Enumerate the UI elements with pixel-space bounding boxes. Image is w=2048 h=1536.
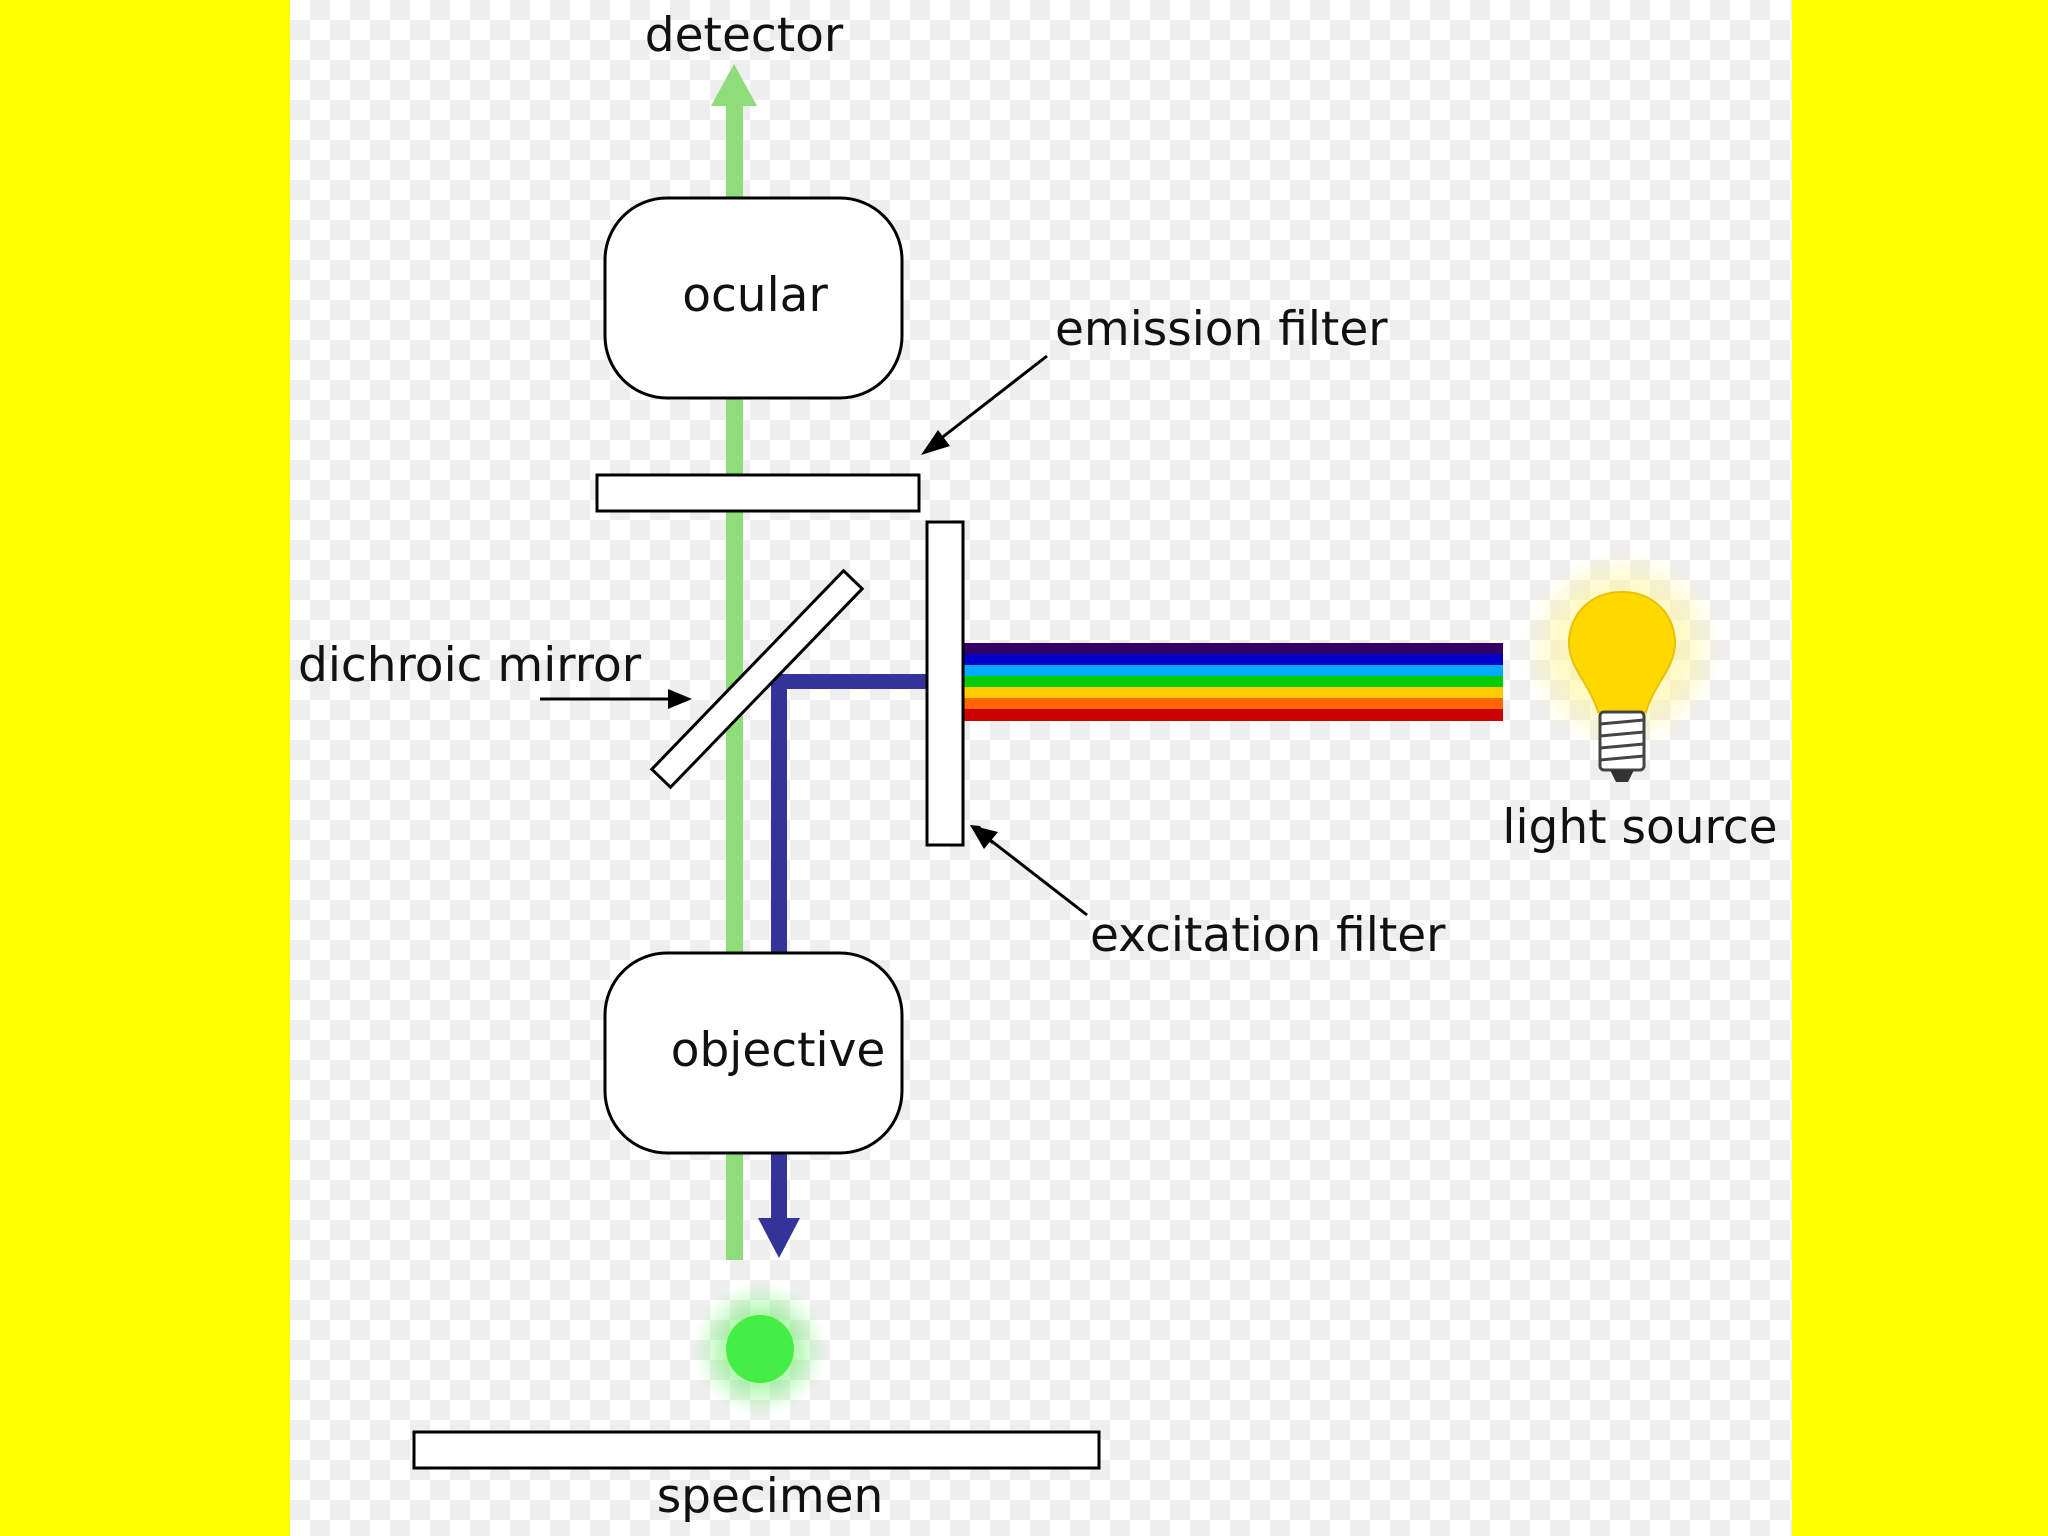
dichroic-mirror	[649, 568, 865, 790]
excitation-filter	[925, 520, 965, 847]
objective: objective	[603, 951, 904, 1155]
ocular: ocular	[603, 196, 904, 400]
glowing-sample-icon	[692, 1281, 828, 1417]
dichroic-mirror-label: dichroic mirror	[298, 638, 642, 693]
emission-filter	[595, 473, 921, 513]
emission-filter-pointer	[921, 354, 1048, 455]
light-bulb-icon	[1522, 550, 1722, 782]
specimen-slide	[412, 1430, 1101, 1470]
specimen-label: specimen	[657, 1469, 884, 1524]
detector-label: detector	[645, 8, 844, 63]
diagram-canvas	[290, 0, 1792, 1536]
dichroic-mirror-pointer	[540, 689, 692, 709]
excitation-arrowhead	[758, 1218, 800, 1258]
ocular-label: ocular	[682, 268, 828, 323]
emission-filter-label: emission filter	[1055, 302, 1388, 357]
excitation-filter-pointer	[970, 825, 1088, 917]
emission-arrowhead	[711, 64, 757, 106]
objective-label: objective	[671, 1023, 886, 1078]
excitation-filter-label: excitation filter	[1090, 908, 1446, 963]
spectrum-beam	[963, 643, 1503, 721]
light-source-label: light source	[1502, 800, 1777, 855]
